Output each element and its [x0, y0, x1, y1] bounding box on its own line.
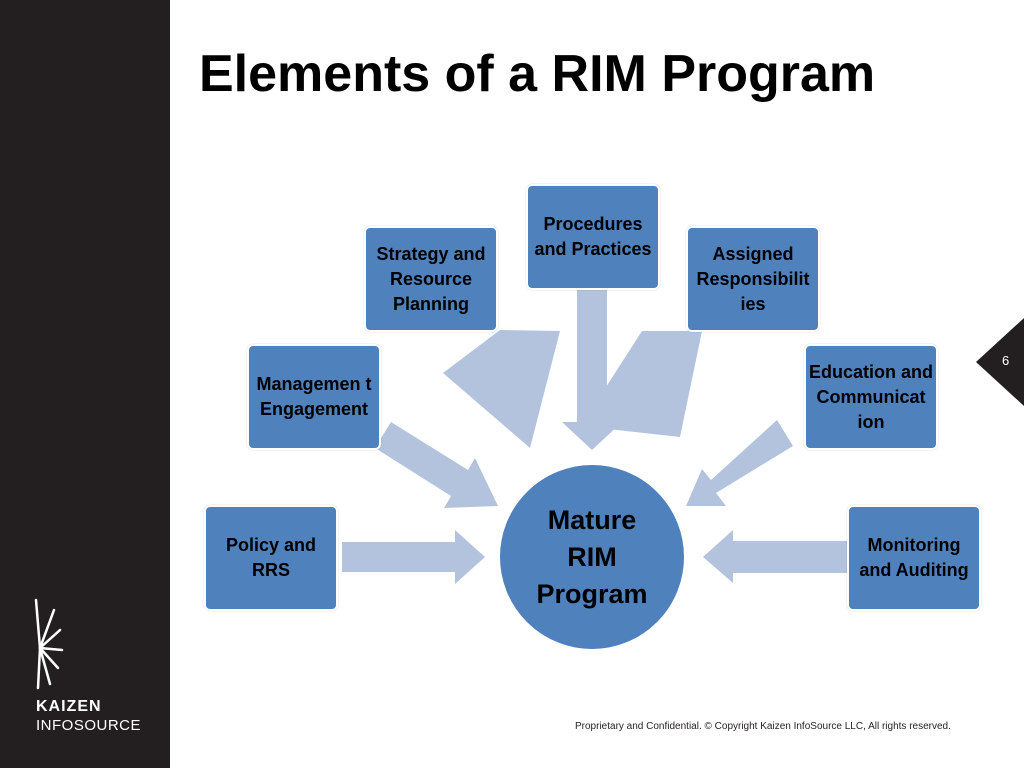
- arrow-management: [375, 422, 498, 508]
- arrow-policy: [342, 530, 485, 584]
- logo-text-infosource: INFOSOURCE: [36, 717, 142, 734]
- element-monitoring-and-auditing: Monitoring and Auditing: [847, 505, 981, 611]
- sidebar: KAIZEN INFOSOURCE: [0, 0, 170, 768]
- element-assigned-responsibilities: Assigned Responsibilit ies: [686, 226, 820, 332]
- arrow-strategy: [443, 330, 560, 448]
- page-title: Elements of a RIM Program: [199, 45, 876, 103]
- element-management-engagement: Managemen t Engagement: [247, 344, 381, 450]
- starburst-logo-icon: [34, 598, 64, 690]
- element-strategy-and-resource-planning: Strategy and Resource Planning: [364, 226, 498, 332]
- arrow-assigned: [581, 331, 702, 437]
- arrow-education: [686, 420, 793, 506]
- page-number: 6: [1002, 353, 1010, 368]
- logo-text-kaizen: KAIZEN: [36, 698, 102, 715]
- center-mature-rim-program: Mature RIM Program: [498, 463, 686, 651]
- element-education-and-communication: Education and Communicat ion: [804, 344, 938, 450]
- element-policy-and-rrs: Policy and RRS: [204, 505, 338, 611]
- element-procedures-and-practices: Procedures and Practices: [526, 184, 660, 290]
- arrow-monitoring: [703, 530, 847, 583]
- copyright-footer: Proprietary and Confidential. © Copyrigh…: [575, 721, 951, 732]
